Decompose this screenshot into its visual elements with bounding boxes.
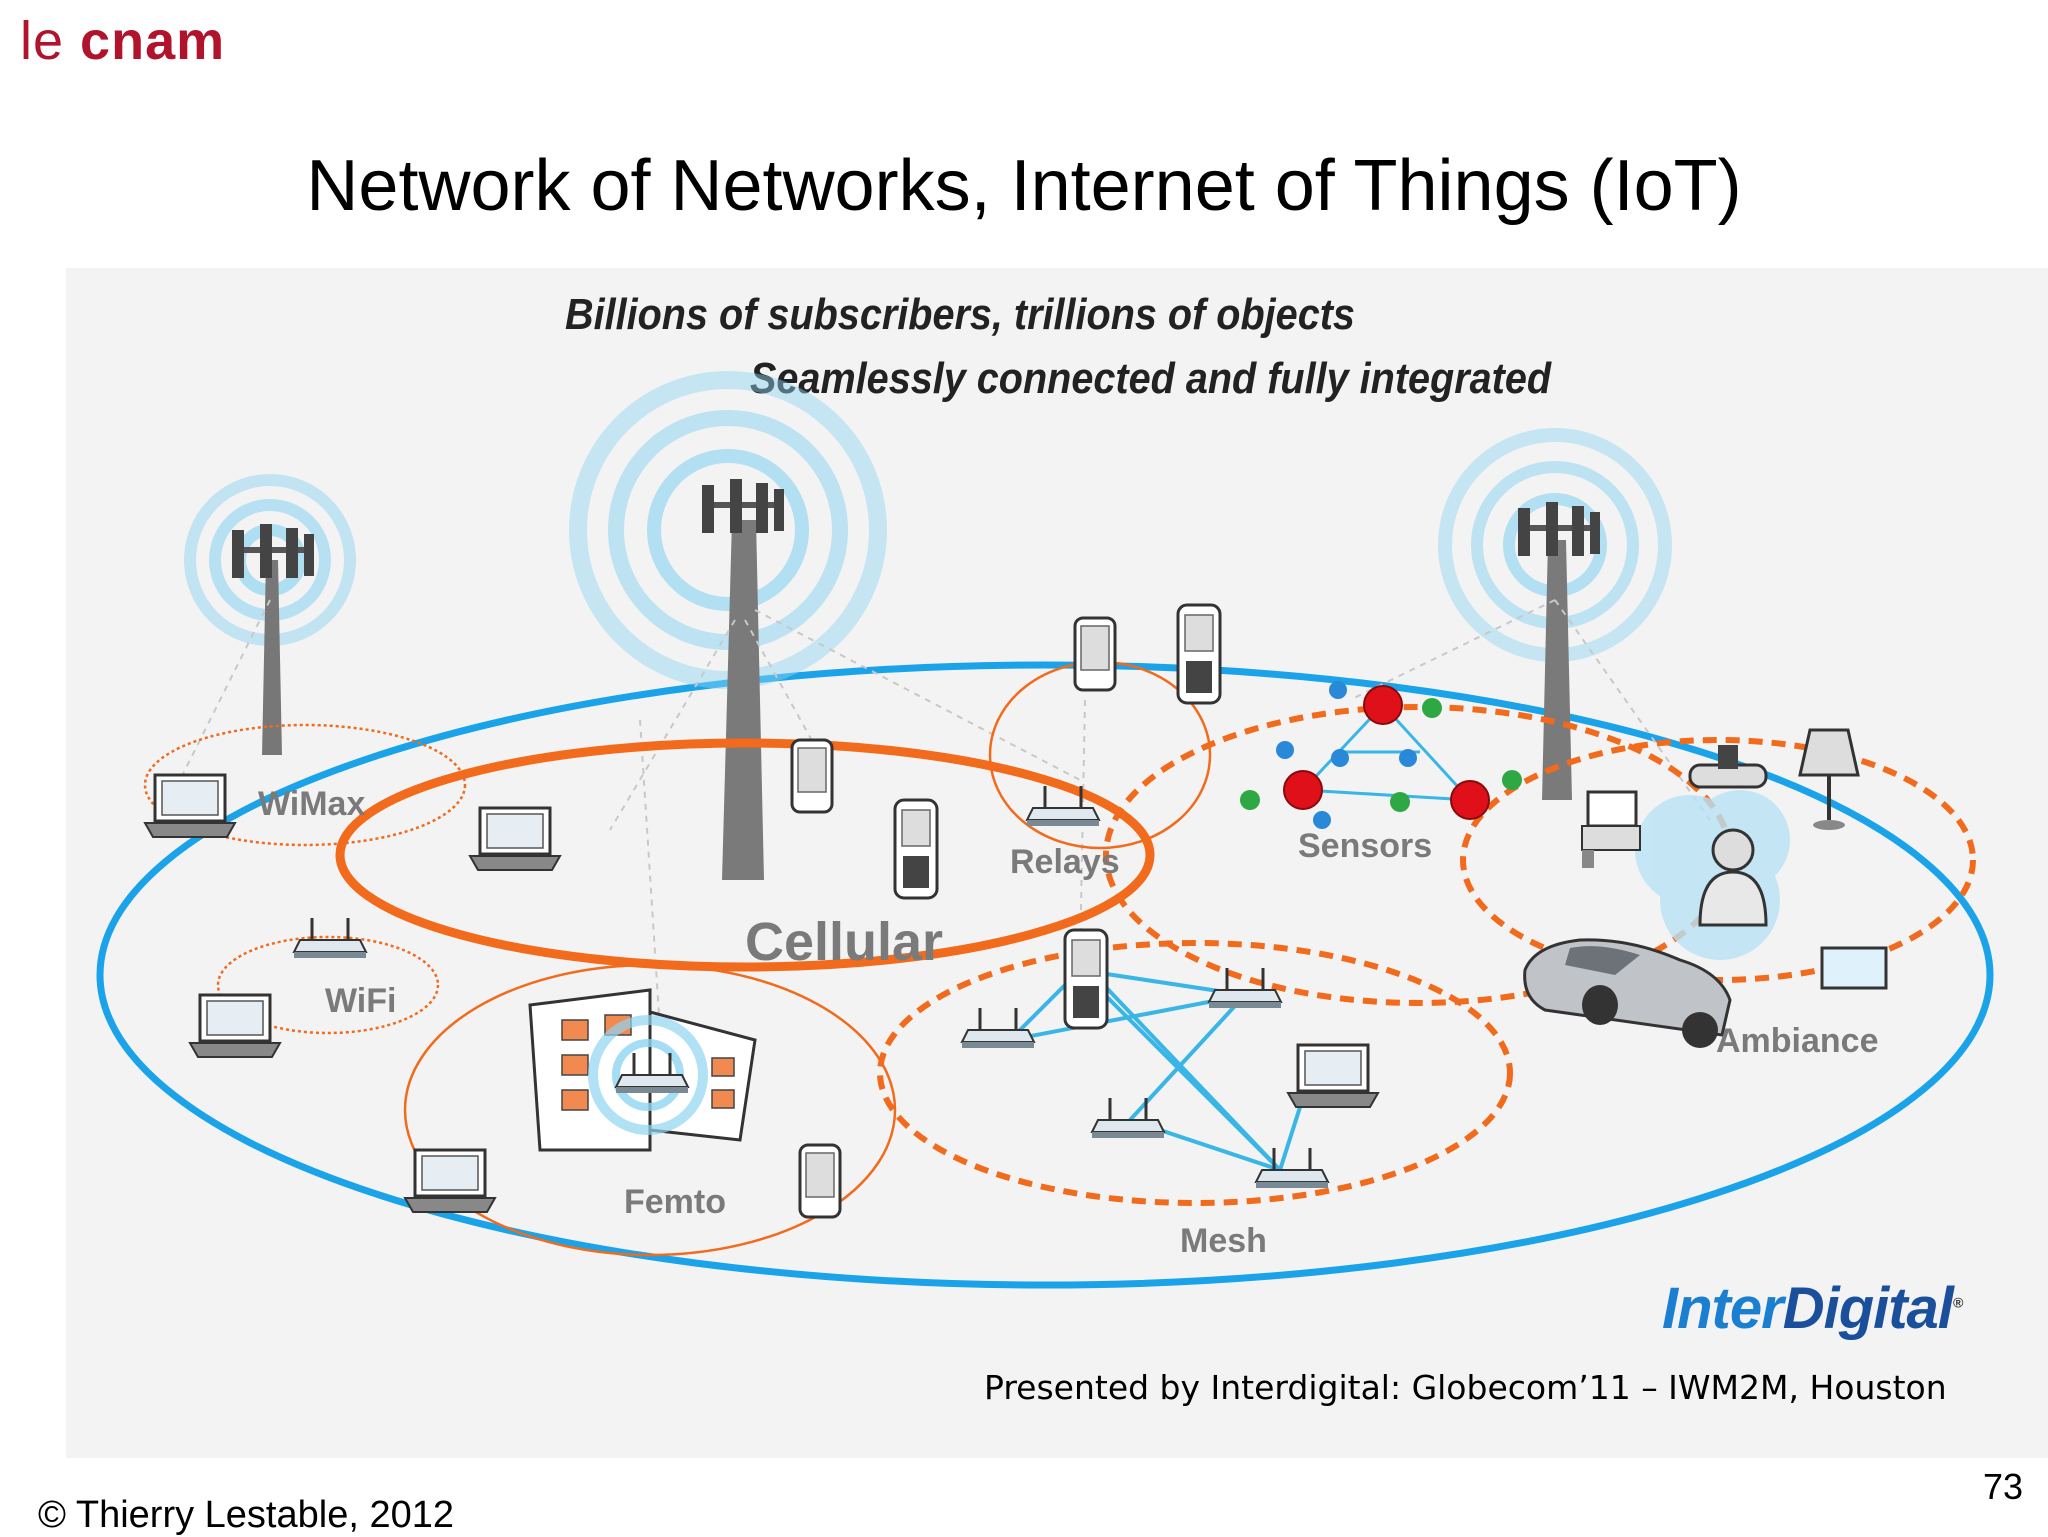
outer-network-ring [96,661,1994,1289]
router-icon [292,916,368,960]
wimax-ring [143,723,467,847]
wifi-label: WiFi [325,982,396,1020]
laptop-icon [143,773,237,839]
router-icon [1090,1096,1166,1140]
interdigital-logo: InterDigital® [1662,1275,1963,1342]
brand-part-1: Inter [1662,1276,1784,1341]
ambiance-label: Ambiance [1716,1022,1879,1060]
laptop-icon [1286,1043,1380,1109]
phone-icon [790,738,834,814]
person-icon [1698,828,1768,927]
page-number: 73 [1983,1466,2024,1507]
wifi-ring [216,935,440,1035]
ambiance-halo [1635,790,1790,960]
building-icon [528,988,757,1152]
phone-icon [798,1143,842,1219]
lamp-icon [1798,728,1860,830]
wimax-label: WiMax [258,785,365,823]
router-icon [1207,966,1283,1010]
brand-mark: ® [1952,1294,1963,1311]
logo-word: cnam [80,11,226,71]
relays-label: Relays [1010,843,1120,881]
femto-label: Femto [624,1183,726,1221]
tower-icon [1518,502,1600,800]
car-icon [1523,938,1732,1048]
tower-icon [702,479,784,880]
logo-prefix: le [20,11,65,71]
laptop-icon [188,993,282,1059]
keyphone-icon [1176,603,1222,705]
presentation-credit: Presented by Interdigital: Globecom’11 –… [984,1368,1947,1407]
laptop-icon [403,1148,497,1214]
cellular-tower-halo [569,371,887,689]
brand-part-2: Digital [1782,1276,1954,1341]
cellular-ring [335,738,1155,972]
diagram-subtitle-1: Billions of subscribers, trillions of ob… [565,290,1355,339]
keyphone-icon [893,798,939,900]
diagram-subtitle-2: Seamlessly connected and fully integrate… [750,354,1552,403]
laptop-icon [468,806,562,872]
screen-icon [1820,946,1888,990]
cellular-label: Cellular [745,912,943,972]
mesh-ring [877,940,1513,1206]
desk-phone-icon [1581,790,1641,868]
copyright-notice: © Thierry Lestable, 2012 [38,1494,454,1536]
keyphone-icon [1063,928,1109,1030]
phone-icon [1073,616,1117,692]
tower-icon [232,524,314,755]
mesh-label: Mesh [1180,1222,1267,1260]
sensor-network [1240,681,1522,829]
slide-title: Network of Networks, Internet of Things … [306,146,1742,226]
sensors-label: Sensors [1298,827,1432,865]
cnam-logo: le cnam [20,10,225,72]
dock-icon [1688,745,1768,789]
